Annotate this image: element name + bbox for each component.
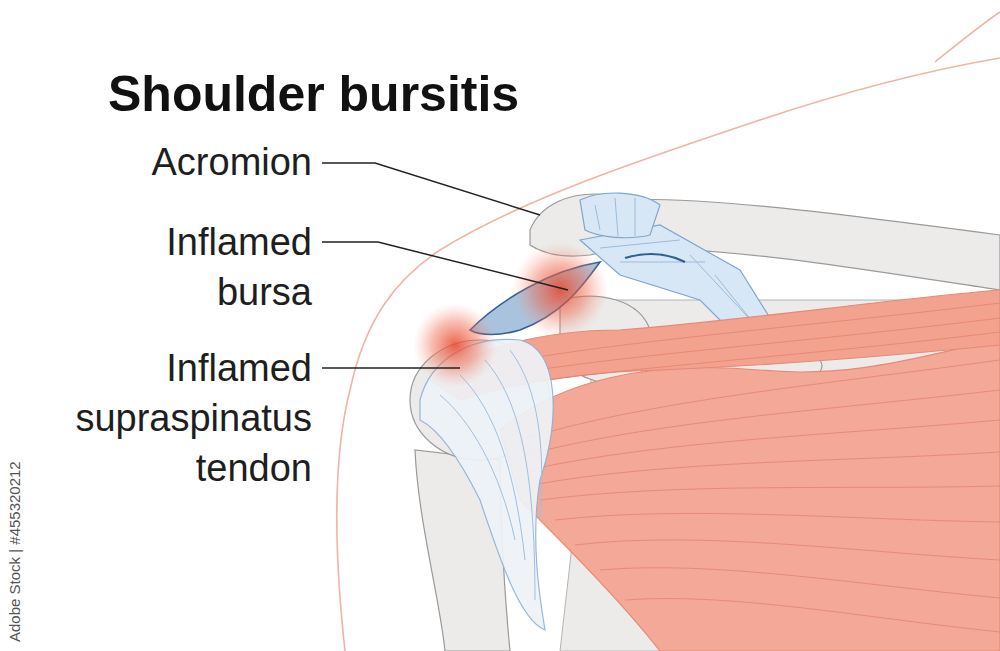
part-label: Inflamed bursa [100, 217, 312, 317]
skin-outline [935, 12, 1000, 62]
ligament-edge [625, 254, 685, 262]
acromioclavicular-ligament [580, 193, 660, 238]
subscapularis-muscle [500, 340, 1000, 651]
muscle-fibres [520, 360, 1000, 632]
diagram-title: Shoulder bursitis [108, 64, 519, 124]
tendon-fibres [440, 350, 542, 600]
inflammation-glow [512, 242, 608, 338]
leader-line [322, 163, 540, 215]
part-label: Inflamed supraspinatus tendon [16, 343, 312, 493]
leader-line [322, 367, 460, 369]
watermark: Adobe Stock | #455320212 [6, 461, 24, 642]
leader-line [322, 242, 568, 290]
ligament-fibres [595, 198, 635, 236]
skin-outline [337, 58, 1000, 651]
inflammation-glow [413, 303, 497, 387]
part-label: Acromion [100, 137, 312, 187]
